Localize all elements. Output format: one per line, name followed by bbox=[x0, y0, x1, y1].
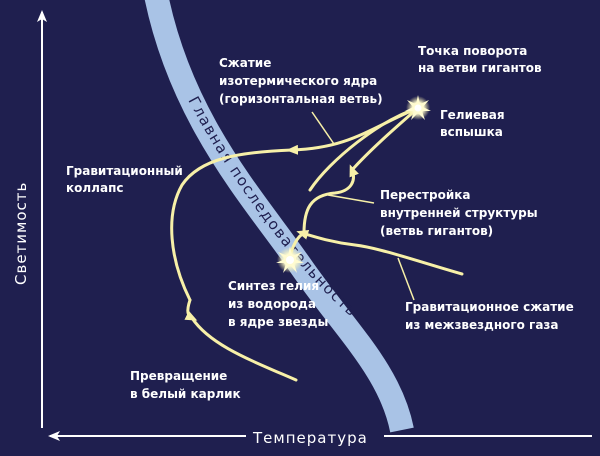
label-white-dwarf: Превращение в белый карлик bbox=[130, 369, 241, 401]
leader-core-compression bbox=[311, 111, 335, 145]
track-collapse-arrow bbox=[184, 298, 198, 321]
label-restructure: Перестройка внутренней структуры (ветвь … bbox=[380, 188, 542, 238]
label-grav-contraction: Гравитационное сжатие из межзвездного га… bbox=[405, 300, 578, 332]
track-white-dwarf bbox=[190, 316, 298, 382]
label-helium-flash: Гелиевая вспышка bbox=[440, 108, 509, 139]
track-upper-branch bbox=[308, 106, 420, 192]
x-axis-label-bg bbox=[246, 428, 384, 446]
leader-restructure bbox=[327, 194, 375, 204]
label-turning-point: Точка поворота на ветви гигантов bbox=[418, 44, 542, 75]
label-grav-collapse: Гравитационный коллапс bbox=[66, 164, 187, 195]
track-giant-branch bbox=[302, 164, 359, 235]
leader-grav-contraction bbox=[397, 257, 415, 301]
label-core-compression: Сжатие изотермического ядра (горизонталь… bbox=[219, 56, 383, 106]
evolution-tracks bbox=[170, 106, 464, 382]
leader-lines bbox=[311, 111, 415, 301]
y-axis-label: Светимость bbox=[12, 182, 30, 285]
label-helium-synthesis: Синтез гелия из водорода в ядре звезды bbox=[228, 279, 328, 329]
main-sequence-band bbox=[155, 0, 402, 430]
x-axis-label: Температура bbox=[252, 429, 368, 447]
helium-synthesis-burst bbox=[276, 246, 304, 273]
track-gravitational-contraction bbox=[296, 229, 464, 276]
track-collapse bbox=[170, 148, 294, 302]
helium-flash-burst bbox=[405, 95, 431, 120]
